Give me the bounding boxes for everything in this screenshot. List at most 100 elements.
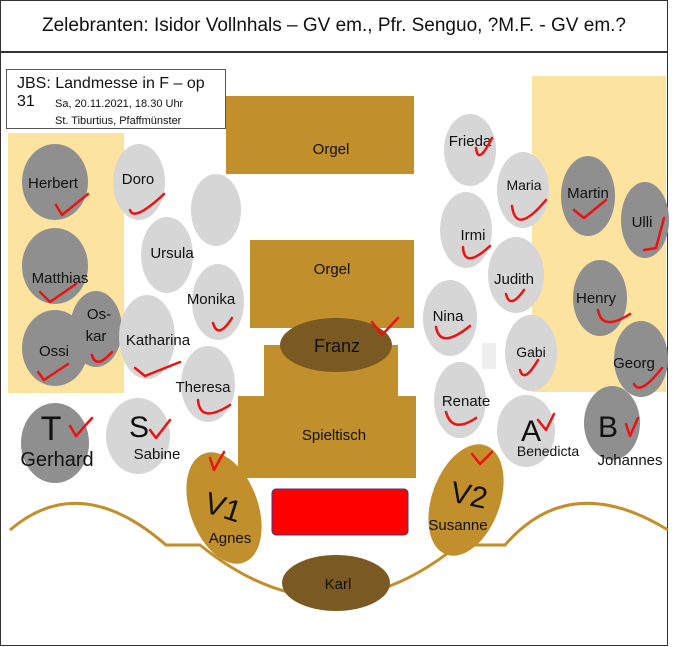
seat-herbert-label: Herbert (28, 175, 79, 192)
check-susanne (470, 450, 494, 466)
seat-oskar-label-1: Os- (87, 306, 111, 323)
check-ulli (642, 216, 666, 252)
check-oskar (90, 350, 114, 363)
voice-t-letter: T (41, 410, 62, 448)
check-henry (596, 308, 632, 324)
seat-theresa (181, 346, 235, 422)
voice-b-letter: B (598, 411, 618, 444)
altar (271, 488, 409, 536)
console-block (238, 396, 416, 478)
check-s (148, 418, 172, 440)
check-franz (370, 316, 400, 337)
celebrants-title: Zelebranten: Isidor Vollnhals – GV em., … (42, 15, 626, 36)
voice-v2-seat (428, 444, 504, 556)
seat-judith (488, 237, 544, 313)
seat-georg-label: Georg (613, 355, 655, 372)
church-floor-frame (0, 52, 668, 646)
seat-ursula (141, 217, 193, 293)
check-irmi (461, 244, 492, 260)
seat-katharina (119, 295, 175, 379)
check-katharina (133, 360, 182, 378)
check-ossi (36, 362, 70, 382)
seat-theresa-label: Theresa (175, 379, 231, 396)
attendance-check-marks (36, 136, 666, 472)
seat-susanne-label: Susanne (428, 517, 487, 534)
seat-ulli-label: Ulli (632, 214, 653, 231)
seat-frieda (444, 114, 496, 186)
seat-henry (573, 260, 627, 336)
voice-a-seat (497, 395, 555, 467)
check-doro (128, 192, 166, 215)
check-frieda (474, 136, 494, 157)
event-place: St. Tiburtius, Pfaffmünster (55, 115, 182, 127)
seat-herbert (22, 144, 88, 220)
check-agnes (208, 450, 226, 472)
check-herbert (54, 192, 90, 217)
seat-gabi (505, 315, 557, 391)
voice-s-letter: S (129, 411, 149, 444)
seat-irmi (440, 192, 492, 268)
seat-franz (280, 318, 392, 372)
check-nina (434, 324, 472, 340)
seat-karl (282, 555, 390, 611)
event-title: JBS: Landmesse in F – op 31 (17, 75, 205, 110)
seat-renate-label: Renate (442, 393, 490, 410)
seat-martin-label: Martin (567, 185, 609, 202)
check-maria (510, 198, 548, 221)
check-b (624, 416, 640, 438)
seat-ulli (621, 182, 669, 258)
seat-henry-label: Henry (576, 290, 617, 307)
seat-katharina-label: Katharina (126, 332, 191, 349)
seat-judith-label: Judith (494, 271, 534, 288)
check-renate (444, 410, 478, 426)
seat-ursula-label: Ursula (150, 245, 194, 262)
organ-top-label: Orgel (313, 141, 350, 158)
seat-doro (113, 144, 165, 220)
check-theresa (196, 398, 232, 415)
seat-irmi-label: Irmi (461, 227, 486, 244)
voice-a-letter: A (521, 415, 541, 448)
voice-t-name: Gerhard (20, 449, 93, 471)
seat-monika-label: Monika (187, 291, 236, 308)
voice-s-name: Sabine (134, 446, 181, 463)
event-date: Sa, 20.11.2021, 18.30 Uhr (55, 98, 184, 110)
check-a (536, 412, 556, 432)
check-gabi (518, 358, 540, 377)
seat-matthias (22, 228, 88, 304)
seat-ossi-label: Ossi (39, 343, 69, 360)
voice-v2-letter: V2 (448, 476, 491, 516)
check-matthias (38, 282, 78, 304)
check-martin (572, 198, 608, 220)
check-monika (211, 316, 234, 332)
seat-empty-1 (191, 174, 241, 246)
check-judith (504, 288, 526, 303)
organ-top-block (226, 96, 414, 174)
seat-karl-label: Karl (325, 576, 352, 593)
seat-martin (561, 156, 615, 236)
voice-v1-seat (186, 452, 262, 564)
seat-matthias-label: Matthias (32, 270, 89, 287)
seat-maria-label: Maria (506, 177, 541, 193)
organ-middle-block (250, 240, 414, 328)
check-t (68, 416, 94, 438)
seat-oskar-label-2: kar (86, 328, 107, 345)
voice-t-seat (21, 403, 89, 483)
celebrants-header: Zelebranten: Isidor Vollnhals – GV em., … (0, 0, 668, 52)
voice-a-name: Benedicta (517, 443, 579, 459)
voice-s-seat (106, 398, 170, 474)
organ-middle-label: Orgel (314, 261, 351, 278)
console-label: Spieltisch (302, 427, 366, 444)
event-info-box: JBS: Landmesse in F – op 31 Sa, 20.11.20… (6, 69, 226, 129)
pillar-marker (482, 343, 496, 369)
seat-doro-label: Doro (122, 171, 155, 188)
seat-oskar (70, 291, 122, 367)
check-georg (632, 366, 664, 389)
seat-agnes-label: Agnes (209, 530, 252, 547)
voice-b-seat (584, 386, 640, 460)
voice-b-name: Johannes (597, 452, 662, 469)
seat-franz-label: Franz (314, 336, 360, 356)
seat-gabi-label: Gabi (516, 344, 546, 360)
seat-frieda-label: Frieda (449, 133, 492, 150)
